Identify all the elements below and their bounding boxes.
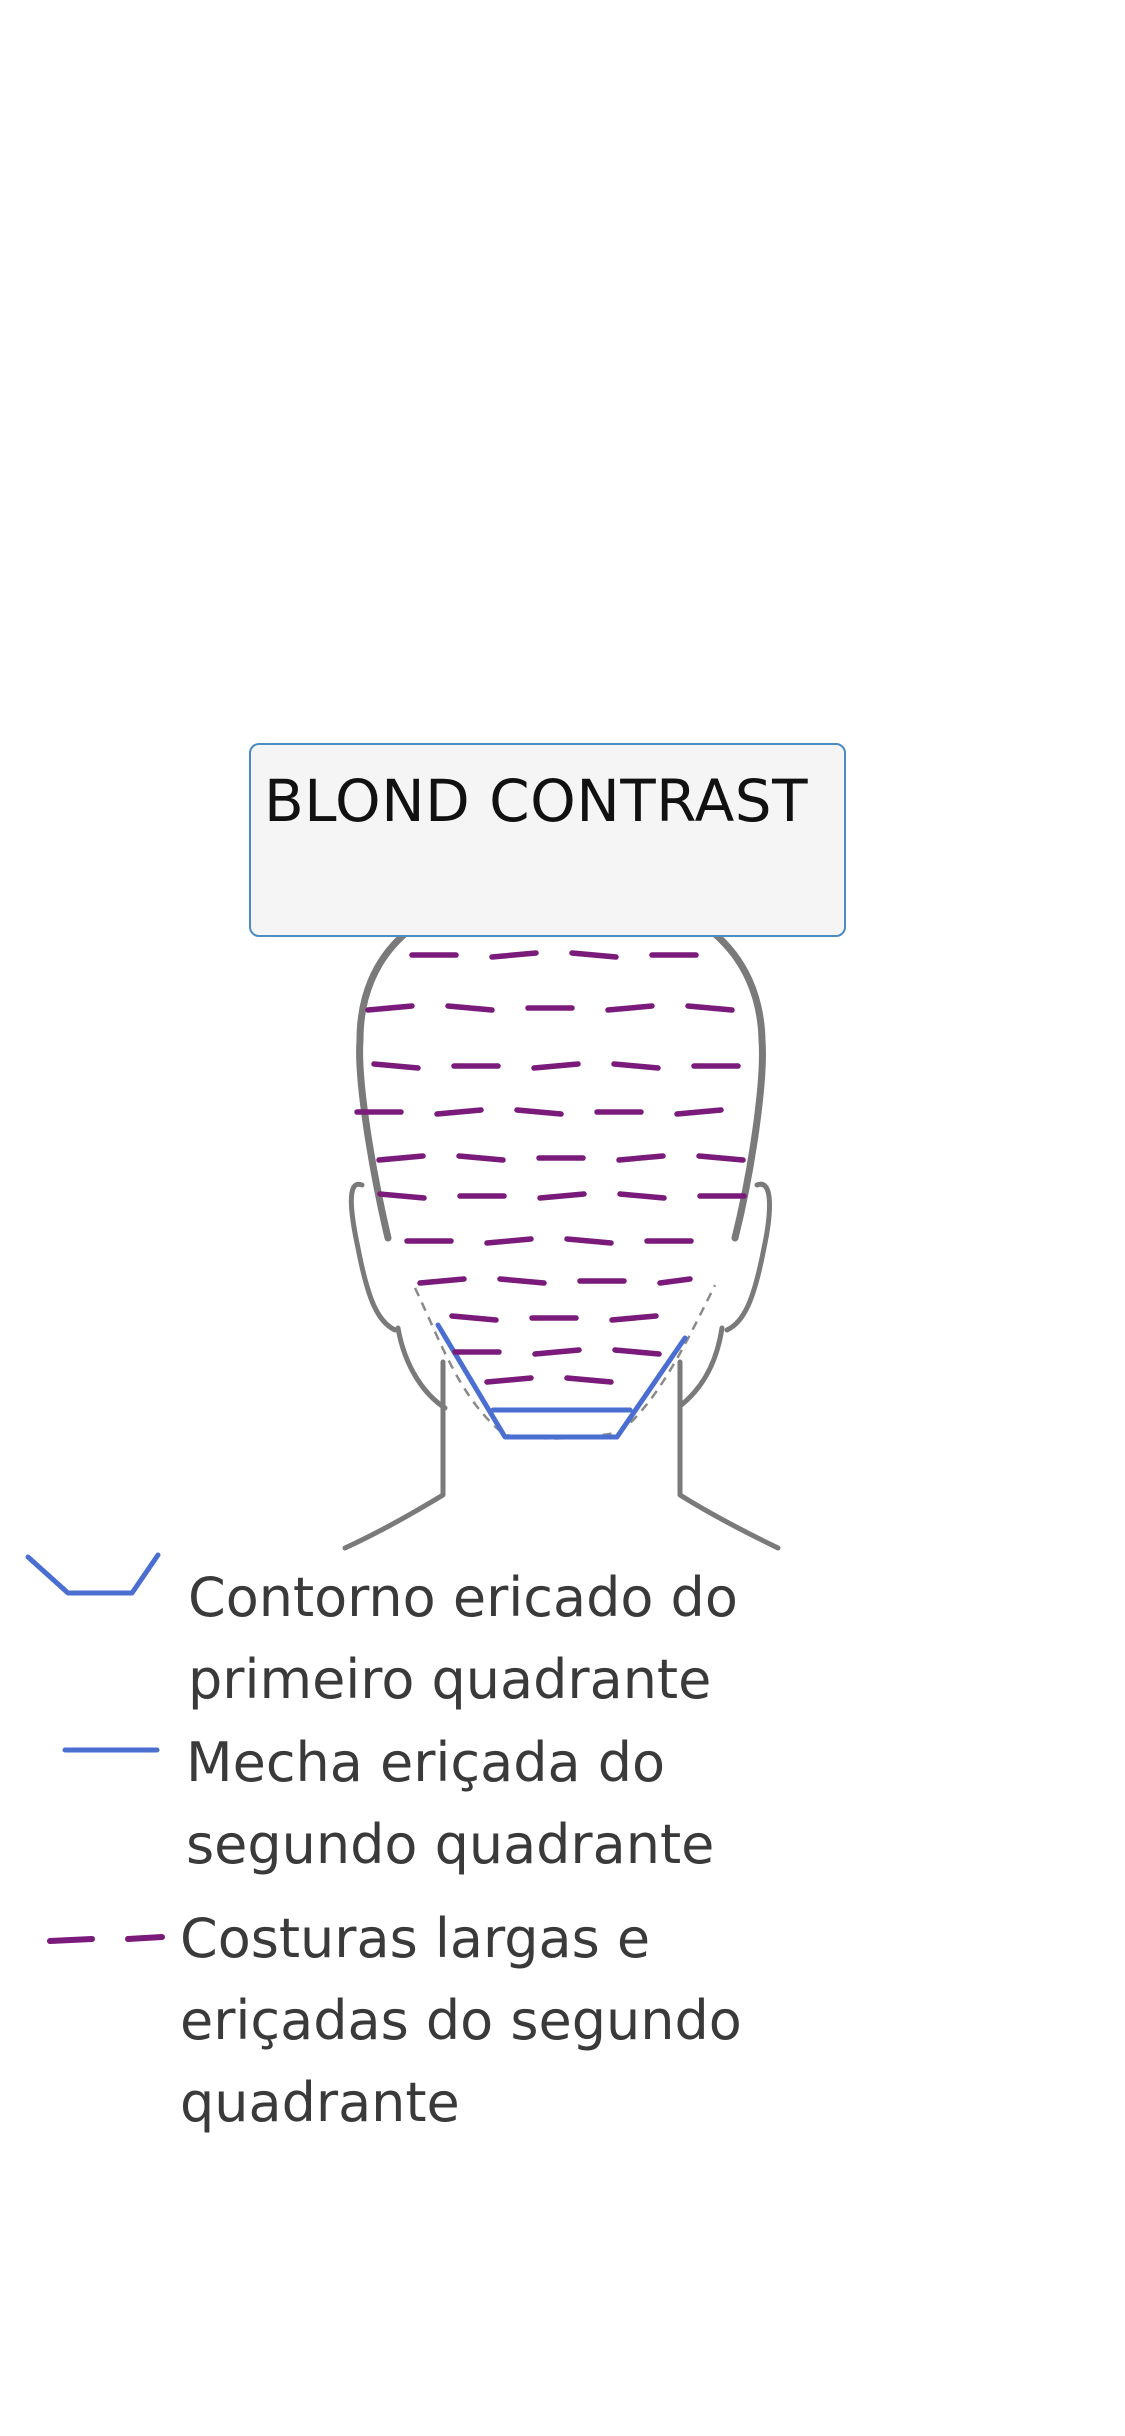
- section-dash: [696, 1153, 746, 1163]
- section-dash: [531, 1061, 581, 1071]
- section-dash: [609, 1313, 659, 1323]
- section-dash: [564, 1375, 614, 1385]
- section-dash: [371, 1061, 421, 1071]
- solid-line-icon: [62, 1747, 160, 1753]
- dashed-line-icon: [47, 1934, 165, 1944]
- section-dash: [685, 1003, 735, 1013]
- section-dash: [617, 1191, 667, 1201]
- title: BLOND CONTRAST: [264, 767, 809, 835]
- section-dash: [484, 1236, 534, 1246]
- section-dash: [365, 1003, 415, 1013]
- section-dash: [612, 1347, 662, 1357]
- legend-label-costuras: Costuras largas e eriçadas do segundo qu…: [180, 1907, 742, 2134]
- section-dash: [434, 1107, 484, 1117]
- section-dash: [376, 1153, 426, 1163]
- legend-label-mecha: Mecha eriçada do segundo quadrante: [186, 1731, 715, 1876]
- section-dash: [564, 1236, 614, 1246]
- contour-icon: [25, 1552, 161, 1596]
- section-dash: [449, 1313, 499, 1323]
- nape-contour: [435, 1322, 688, 1440]
- section-dash: [514, 1107, 564, 1117]
- section-dash: [674, 1107, 724, 1117]
- section-dash: [616, 1153, 666, 1163]
- purple-dash-sections: [354, 913, 747, 1385]
- section-dash: [657, 1276, 693, 1286]
- section-dash: [497, 1276, 547, 1286]
- section-dash: [605, 1003, 655, 1013]
- section-dash: [489, 950, 539, 960]
- section-dash: [456, 1153, 506, 1163]
- section-dash: [377, 1191, 427, 1201]
- title-box: BLOND CONTRAST: [249, 743, 846, 937]
- section-dash: [417, 1276, 467, 1286]
- section-dash: [484, 1375, 534, 1385]
- head-outline: [342, 884, 781, 1551]
- section-dash: [569, 950, 619, 960]
- section-dash: [611, 1061, 661, 1071]
- section-dash: [532, 1347, 582, 1357]
- legend-label-contour: Contorno ericado do primeiro quadrante: [188, 1566, 738, 1711]
- section-dash: [445, 1003, 495, 1013]
- section-dash: [537, 1191, 587, 1201]
